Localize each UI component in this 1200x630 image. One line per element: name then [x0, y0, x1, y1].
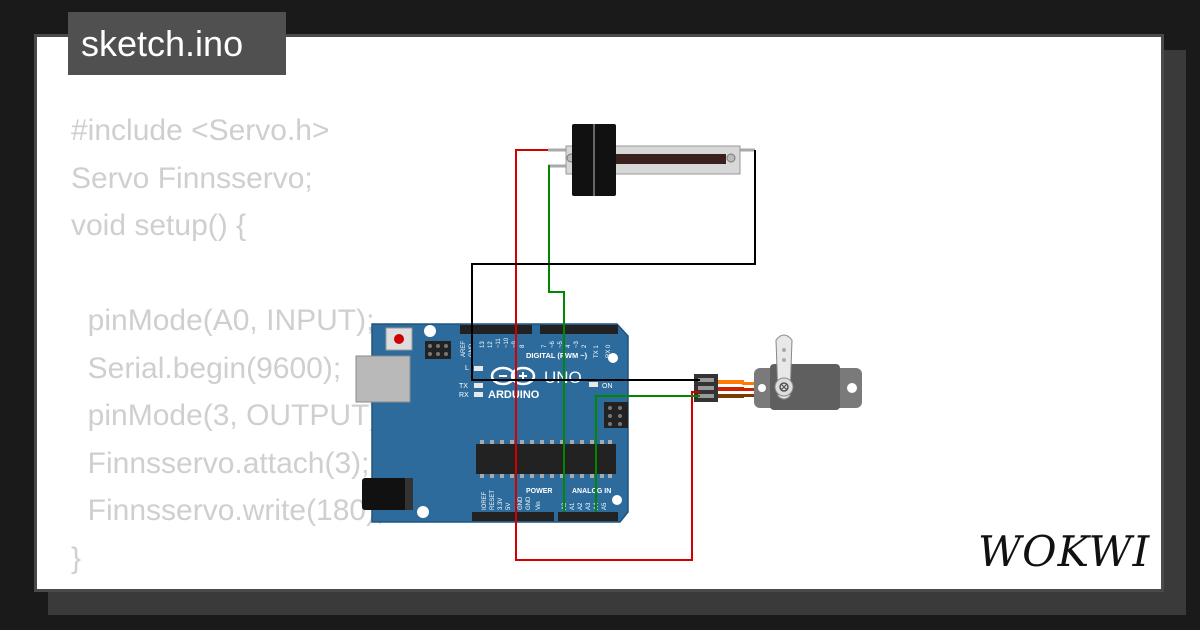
pin-label: 4 [566, 344, 572, 348]
pin-label: ~11 [496, 338, 502, 348]
board-brand-label: ARDUINO [488, 389, 540, 401]
code-line: } [71, 541, 82, 575]
arduino-logo-icon [490, 366, 536, 386]
pin-label: 2 [582, 344, 588, 348]
pin-label: RESET [490, 490, 496, 510]
wire-black[interactable] [471, 150, 756, 381]
code-line: Finnsservo.write(180); [71, 494, 385, 527]
wire-green-signal[interactable] [548, 165, 565, 512]
pin-label: GND [518, 496, 524, 510]
analog-label: ANALOG IN [572, 488, 611, 495]
tx-led [474, 383, 483, 388]
mounting-hole [417, 506, 429, 518]
code-line: #include <Servo.h> [71, 114, 330, 147]
wire-red[interactable] [515, 149, 700, 561]
file-tab[interactable]: sketch.ino [68, 12, 286, 75]
pin-label: AREF [461, 341, 467, 357]
pin-label: ~3 [574, 340, 580, 348]
pin-label: A5 [602, 502, 608, 510]
digital-pins-label: DIGITAL (PWM ~) [526, 351, 588, 360]
rx-label: RX [459, 392, 469, 399]
code-line: Finnsservo.attach(3); [71, 446, 370, 480]
on-led-label: ON [602, 383, 613, 390]
code-line: pinMode(3, OUTPUT); [71, 399, 388, 432]
pin-label: ~10 [504, 337, 510, 348]
pin-label: ~5 [558, 340, 564, 348]
code-line: Servo Finnsservo; [71, 161, 313, 195]
pin-label: TX 1 [594, 345, 600, 358]
pin-label: 8 [520, 344, 526, 348]
atmega-chip [476, 444, 616, 474]
l-led-label: L [465, 365, 469, 372]
pin-label: RX 0 [606, 344, 612, 358]
mounting-hole [424, 325, 436, 337]
top-header-left [460, 325, 532, 334]
power-jack [362, 478, 412, 510]
pin-label: 7 [542, 344, 548, 348]
pin-label: A2 [578, 502, 584, 510]
pin-label: 12 [488, 341, 494, 348]
mounting-hole [608, 353, 618, 363]
pin-label: Vin [536, 501, 542, 510]
l-led [474, 366, 483, 371]
mounting-hole [612, 495, 622, 505]
arduino-uno-board[interactable]: ARDUINO UNO DIGITAL (PWM ~) POWER ANALOG… [355, 323, 629, 523]
code-line: Serial.begin(9600); [71, 351, 342, 385]
pin-label: IOREF [482, 491, 488, 510]
board-model-label: UNO [544, 368, 582, 387]
usb-connector [355, 355, 411, 403]
top-header-right [540, 325, 618, 334]
pin-label: 13 [480, 341, 486, 348]
pin-label: A3 [586, 502, 592, 510]
tx-label: TX [459, 383, 468, 390]
code-line: void setup() { [71, 209, 247, 242]
wire-green-servo[interactable] [595, 395, 700, 512]
servo-motor[interactable] [742, 334, 862, 410]
pin-label: ~6 [550, 340, 556, 348]
analog-header [558, 512, 618, 521]
wokwi-logo: WOKWI [978, 527, 1150, 576]
code-preview: #include <Servo.h> Servo Finnsservo; void … [71, 107, 388, 582]
code-line: pinMode(A0, INPUT); [71, 304, 375, 337]
power-header [472, 512, 554, 521]
rx-led [474, 392, 483, 397]
svg-text:WOKWI: WOKWI [978, 527, 1150, 576]
pin-label: 5V [506, 503, 512, 510]
pin-label: GND [526, 496, 532, 510]
power-label: POWER [526, 488, 552, 495]
pin-label: 3.3V [498, 498, 504, 510]
pin-label: A1 [570, 502, 576, 510]
on-led [589, 382, 598, 387]
slide-potentiometer[interactable] [548, 124, 755, 196]
